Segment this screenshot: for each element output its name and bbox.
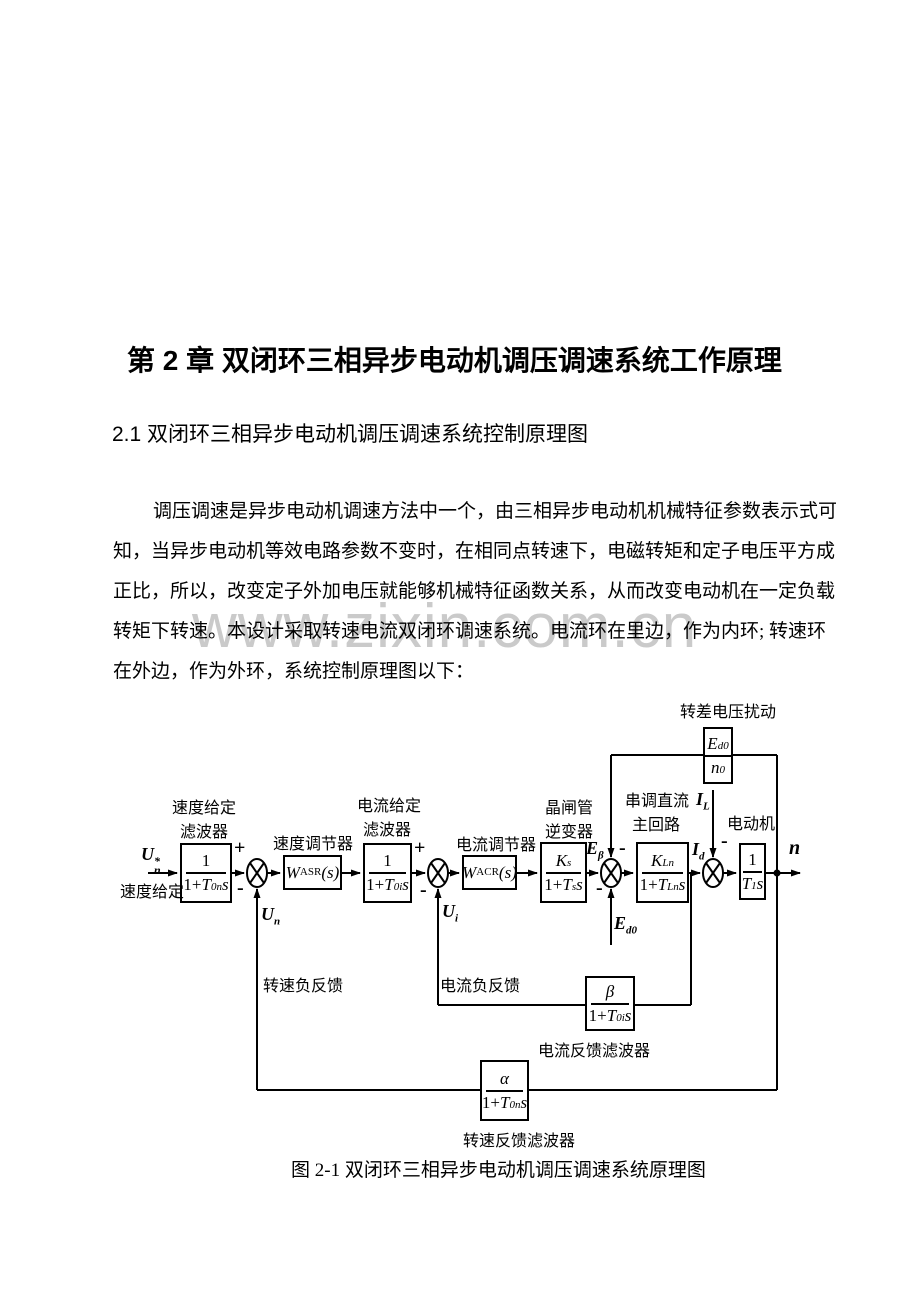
paragraph-line: 在外边，作为外环，系统控制原理图以下： <box>113 661 475 682</box>
label-thyristor-1: 晶闸管 <box>545 800 594 817</box>
junction-emf <box>600 858 622 888</box>
paragraph-line: 转矩下转速。本设计采取转速电流双闭环调速系统。电流环在里边，作为内环; 转速环 <box>113 621 827 642</box>
signal-e-beta: Eβ <box>586 838 604 862</box>
section-heading: 2.1 双闭环三相异步电动机调压调速系统控制原理图 <box>112 423 589 446</box>
signal-ed0: Ed0 <box>614 913 638 937</box>
label-speed-ref-filter-2: 滤波器 <box>180 824 229 841</box>
signal-id: Id <box>692 839 705 863</box>
figure-caption: 图 2-1 双闭环三相异步电动机调压调速系统原理图 <box>291 1160 706 1181</box>
output-node-dot <box>773 869 781 877</box>
sign-minus-j3-bottom: - <box>596 877 603 899</box>
sign-minus-j2: - <box>420 879 427 901</box>
label-dc-main-1: 串调直流 <box>625 793 690 810</box>
label-thyristor-2: 逆变器 <box>545 824 594 841</box>
junction-speed-error <box>246 858 268 888</box>
sign-plus-j2: + <box>414 837 426 859</box>
signal-un: Un <box>261 904 281 928</box>
paragraph-line: 调压调速是异步电动机调速方法中一个，由三相异步电动机机械特征参数表示式可 <box>153 501 838 522</box>
paragraph-line: 正比，所以，改变定子外加电压就能够机械特征函数关系，从而改变电动机在一定负载 <box>113 581 836 602</box>
label-dc-main-2: 主回路 <box>632 817 681 834</box>
signal-un-star: U*n <box>141 844 161 877</box>
sign-minus-j4: - <box>721 830 728 852</box>
label-speed-regulator: 速度调节器 <box>273 836 354 853</box>
label-current-neg-feedback: 电流负反馈 <box>440 978 521 995</box>
label-disturbance: 转差电压扰动 <box>680 704 777 721</box>
label-motor: 电动机 <box>727 816 776 833</box>
label-current-regulator: 电流调节器 <box>456 837 537 854</box>
label-current-ref-filter-2: 滤波器 <box>363 822 412 839</box>
label-speed-neg-feedback: 转速负反馈 <box>263 978 344 995</box>
summing-junctions <box>246 858 724 888</box>
sign-minus-j3-top: - <box>619 837 626 859</box>
label-current-fb-filter: 电流反馈滤波器 <box>538 1043 651 1060</box>
label-speed-ref-input: 速度给定 <box>120 884 185 901</box>
sign-plus-j1: + <box>234 837 246 859</box>
junction-load <box>702 858 724 888</box>
signal-il: IL <box>696 789 710 813</box>
watermark: www.zixin.com.cn <box>192 592 698 661</box>
paragraph-line: 知，当异步电动机等效电路参数不变时，在相同点转速下，电磁转矩和定子电压平方成 <box>113 541 836 562</box>
sign-minus-j1: - <box>237 877 244 899</box>
label-speed-fb-filter: 转速反馈滤波器 <box>463 1133 576 1150</box>
page-title: 第 2 章 双闭环三相异步电动机调压调速系统工作原理 <box>127 345 782 376</box>
body-paragraph: 调压调速是异步电动机调速方法中一个，由三相异步电动机机械特征参数表示式可 知，当… <box>113 492 838 692</box>
diagram-wires <box>148 754 801 1091</box>
signal-ui: Ui <box>442 901 459 925</box>
label-speed-ref-filter-1: 速度给定 <box>172 800 237 817</box>
signal-n-output: n <box>789 837 801 859</box>
label-current-ref-filter-1: 电流给定 <box>357 798 422 815</box>
signal-lines <box>148 754 801 1091</box>
junction-current-error <box>427 858 449 888</box>
